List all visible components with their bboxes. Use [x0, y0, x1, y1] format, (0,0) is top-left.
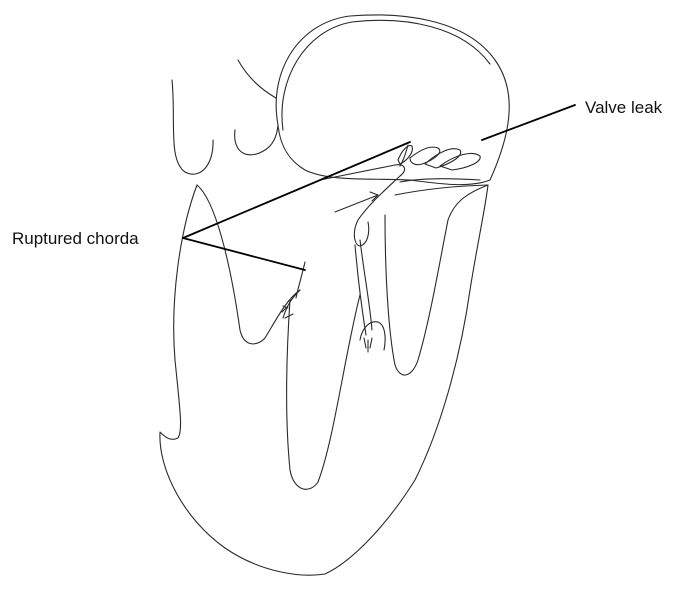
papillary-muscle-right	[360, 322, 385, 350]
aortic-vessel-mid	[235, 125, 278, 155]
chorda-right	[355, 245, 366, 335]
flow-arrow-sketch	[335, 192, 378, 212]
lv-inner-right-wall	[385, 185, 488, 375]
aortic-vessel-left	[172, 80, 213, 174]
left-atrium-outline	[276, 15, 509, 185]
posterior-leaflet	[395, 185, 488, 195]
regurgitant-jet-droplet-3	[440, 153, 480, 170]
ruptured-chorda-tip-upper	[400, 145, 408, 166]
left-atrium-inner-line	[282, 20, 490, 130]
chorda-right-2	[360, 240, 372, 330]
leaflet-inner	[400, 179, 480, 182]
ruptured-chorda-arrow-upper	[183, 142, 410, 238]
valve-leak-arrow	[482, 105, 575, 140]
valve-leak-label: Valve leak	[585, 99, 662, 116]
regurgitant-jet-droplet-2	[425, 149, 461, 168]
papillary-muscle-right-tip	[364, 338, 372, 352]
aortic-vessel-top	[238, 60, 276, 98]
ruptured-chorda-label: Ruptured chorda	[12, 230, 139, 247]
papillary-muscle-left	[283, 290, 300, 318]
ventricle-outer-wall	[160, 185, 488, 575]
ruptured-chorda-arrow-lower	[183, 238, 305, 270]
lv-inner-left-wall	[287, 295, 360, 489]
